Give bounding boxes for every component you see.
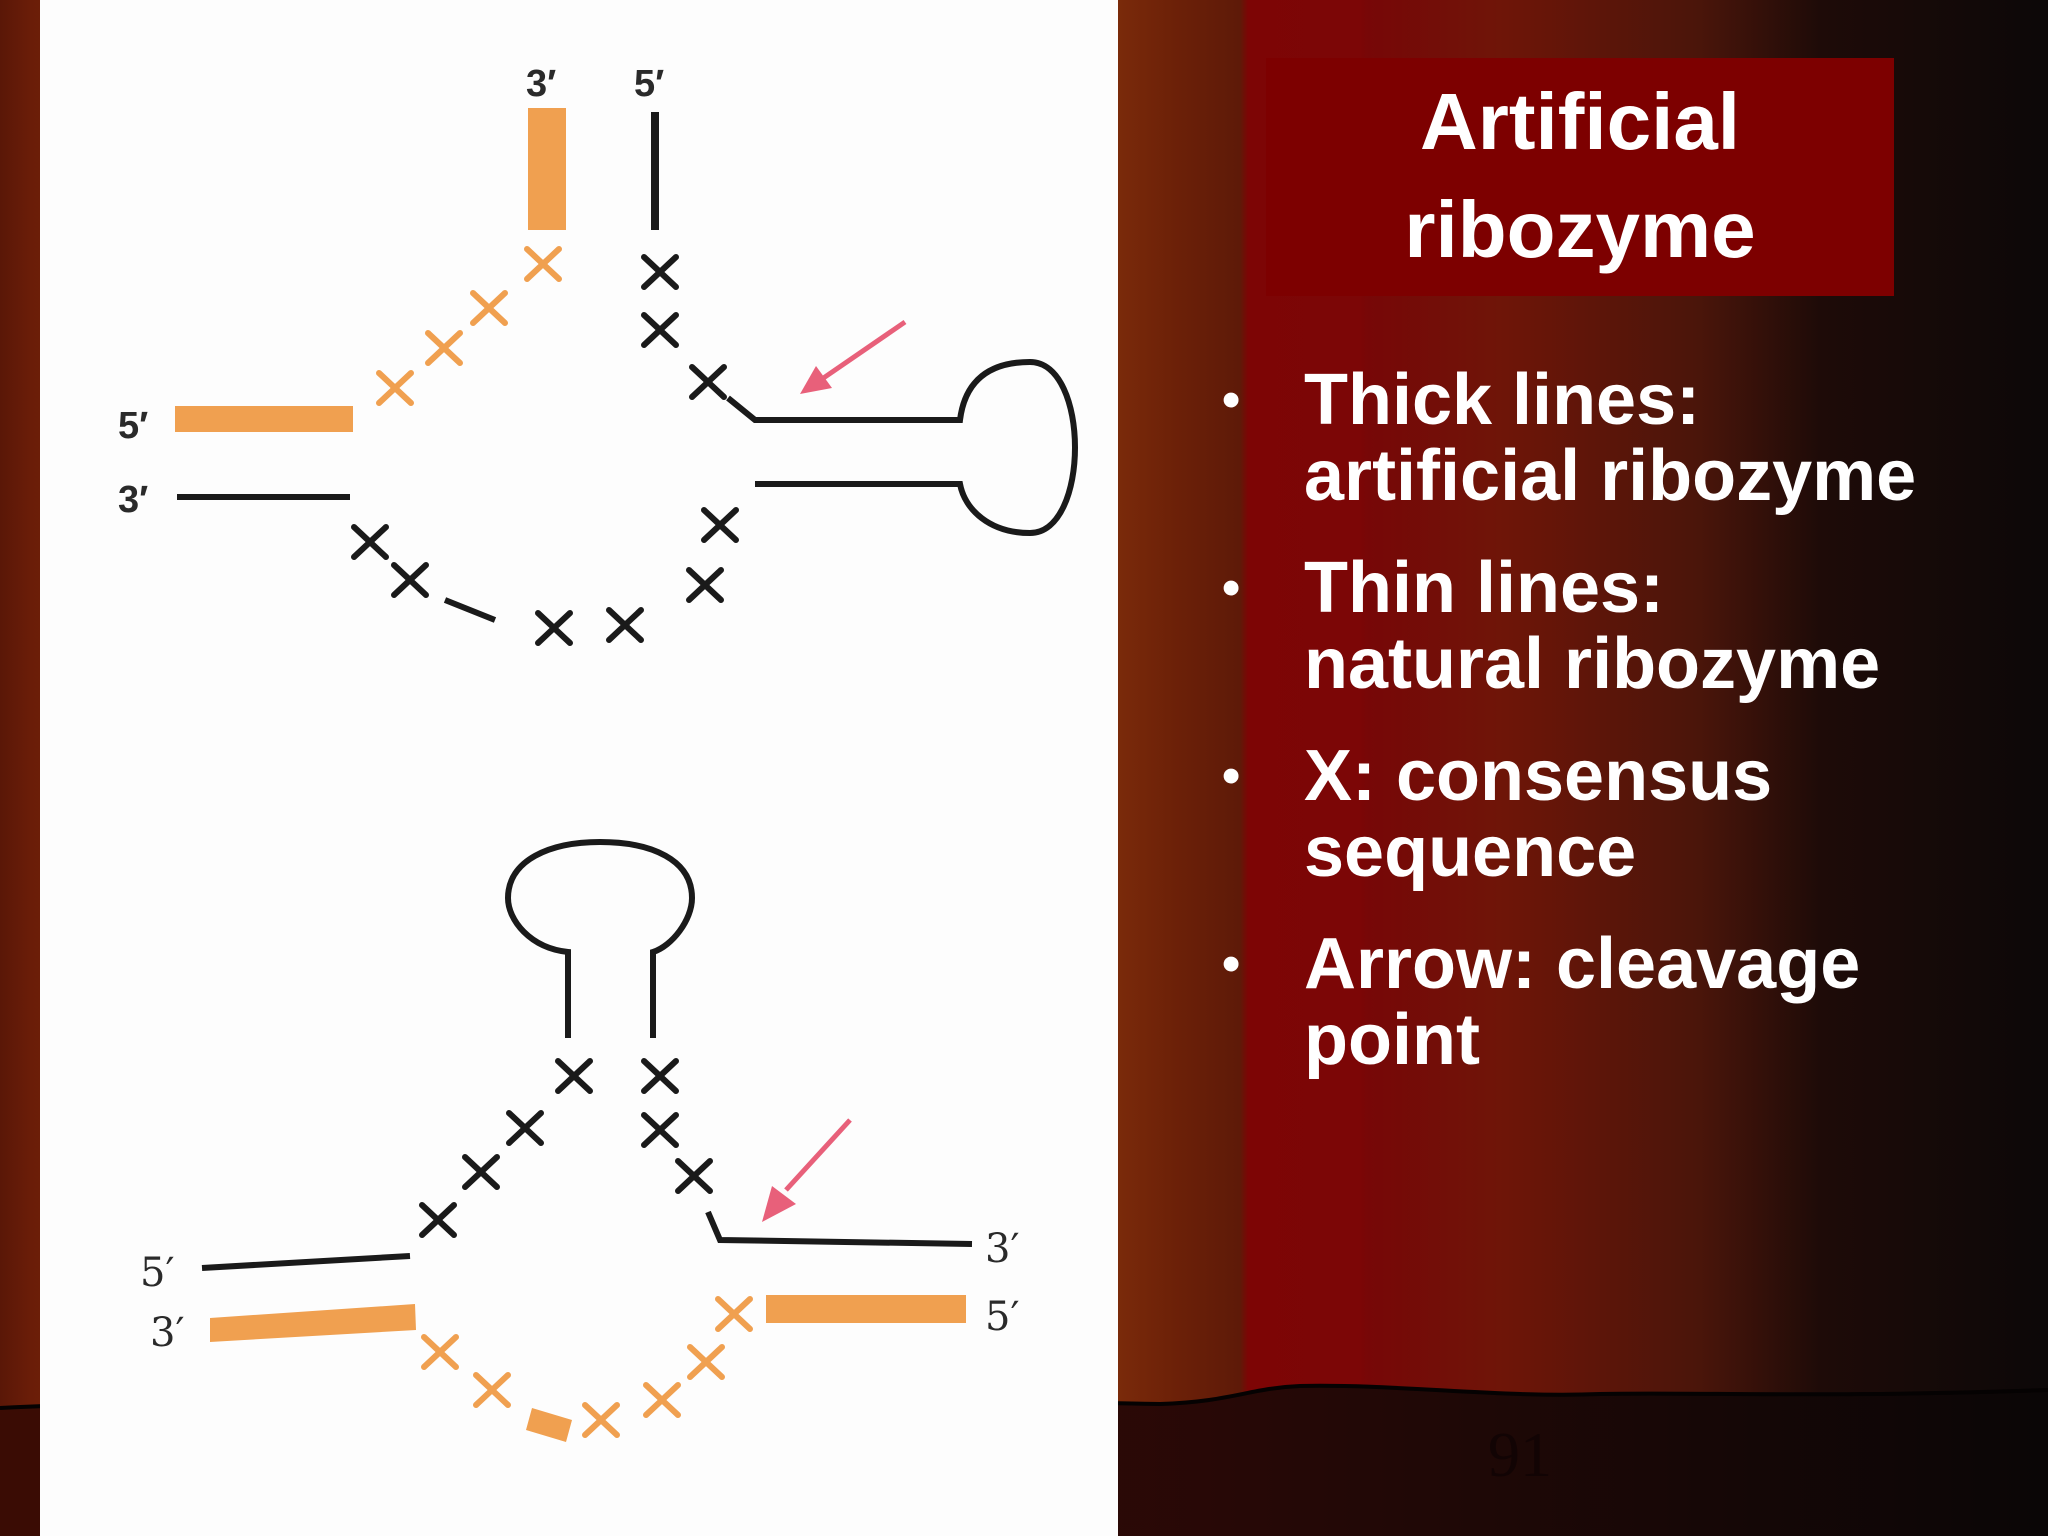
top-natural-consensus-marks — [354, 257, 736, 643]
title-line-1: Artificial — [1419, 77, 1741, 166]
bullet-line: Thin lines: — [1304, 548, 1664, 628]
top-five-prime-label: 5′ — [634, 63, 664, 105]
top-artificial-left-arm — [175, 406, 353, 432]
bullet-line: point — [1304, 1000, 1480, 1080]
lower-left-five-prime-label: 5′ — [140, 1250, 175, 1296]
top-cleavage-arrow — [800, 319, 907, 394]
bottom-ribozyme-structure: 5′ 3′ 3′ 5′ — [140, 838, 1020, 1442]
bottom-hairpin-loop — [504, 838, 696, 1038]
bullet-line: sequence — [1304, 812, 1637, 892]
bullet-item-thick-lines: • Thick lines: artificial ribozyme — [1222, 362, 2022, 514]
page-number: 91 — [1488, 1419, 1552, 1490]
bottom-natural-left-arm — [201, 1253, 411, 1271]
top-artificial-consensus-marks — [379, 249, 559, 403]
lower-right-five-prime-label: 5′ — [985, 1294, 1020, 1340]
bullet-line: X: consensus — [1304, 736, 1773, 816]
bottom-artificial-right-arm — [766, 1295, 966, 1323]
upper-left-five-prime-label: 5′ — [118, 405, 148, 447]
bottom-cleavage-arrow — [762, 1118, 852, 1222]
lower-right-three-prime-label: 3′ — [985, 1226, 1020, 1272]
bullet-line: natural ribozyme — [1304, 624, 1881, 704]
upper-left-three-prime-label: 3′ — [118, 479, 148, 521]
bottom-artificial-middle-segment — [526, 1408, 572, 1442]
lower-left-three-prime-label: 3′ — [150, 1310, 185, 1356]
top-ribozyme-structure: 3′ 5′ 5′ 3′ — [118, 63, 1078, 643]
bullet-list: • Thick lines: artificial ribozyme • Thi… — [1222, 362, 2022, 1114]
bullet-item-x-marks: • X: consensus sequence — [1222, 738, 2022, 890]
top-artificial-vertical-arm — [528, 108, 566, 230]
bottom-artificial-left-arm — [210, 1304, 416, 1342]
top-three-prime-label: 3′ — [526, 63, 556, 105]
bullet-dot-icon: • — [1222, 371, 1241, 429]
top-hairpin-loop — [726, 358, 1078, 537]
bullet-line: Arrow: cleavage — [1304, 924, 1861, 1004]
bullet-line: Thick lines: — [1304, 360, 1701, 440]
ribozyme-diagram-panel: 3′ 5′ 5′ 3′ — [40, 0, 1118, 1536]
bullet-dot-icon: • — [1222, 559, 1241, 617]
bottom-natural-right-arm — [705, 1210, 973, 1247]
bullet-line: artificial ribozyme — [1304, 436, 1917, 516]
title-line-2: ribozyme — [1404, 185, 1756, 274]
bullet-dot-icon: • — [1222, 747, 1241, 805]
bullet-dot-icon: • — [1222, 935, 1241, 993]
slide-title: Artificial ribozyme — [1266, 58, 1894, 296]
bullet-item-arrow: • Arrow: cleavage point — [1222, 926, 2022, 1078]
bottom-natural-consensus-marks — [422, 1061, 710, 1235]
bottom-artificial-consensus-marks — [424, 1299, 750, 1435]
bullet-item-thin-lines: • Thin lines: natural ribozyme — [1222, 550, 2022, 702]
ribozyme-diagram: 3′ 5′ 5′ 3′ — [118, 63, 1078, 1442]
